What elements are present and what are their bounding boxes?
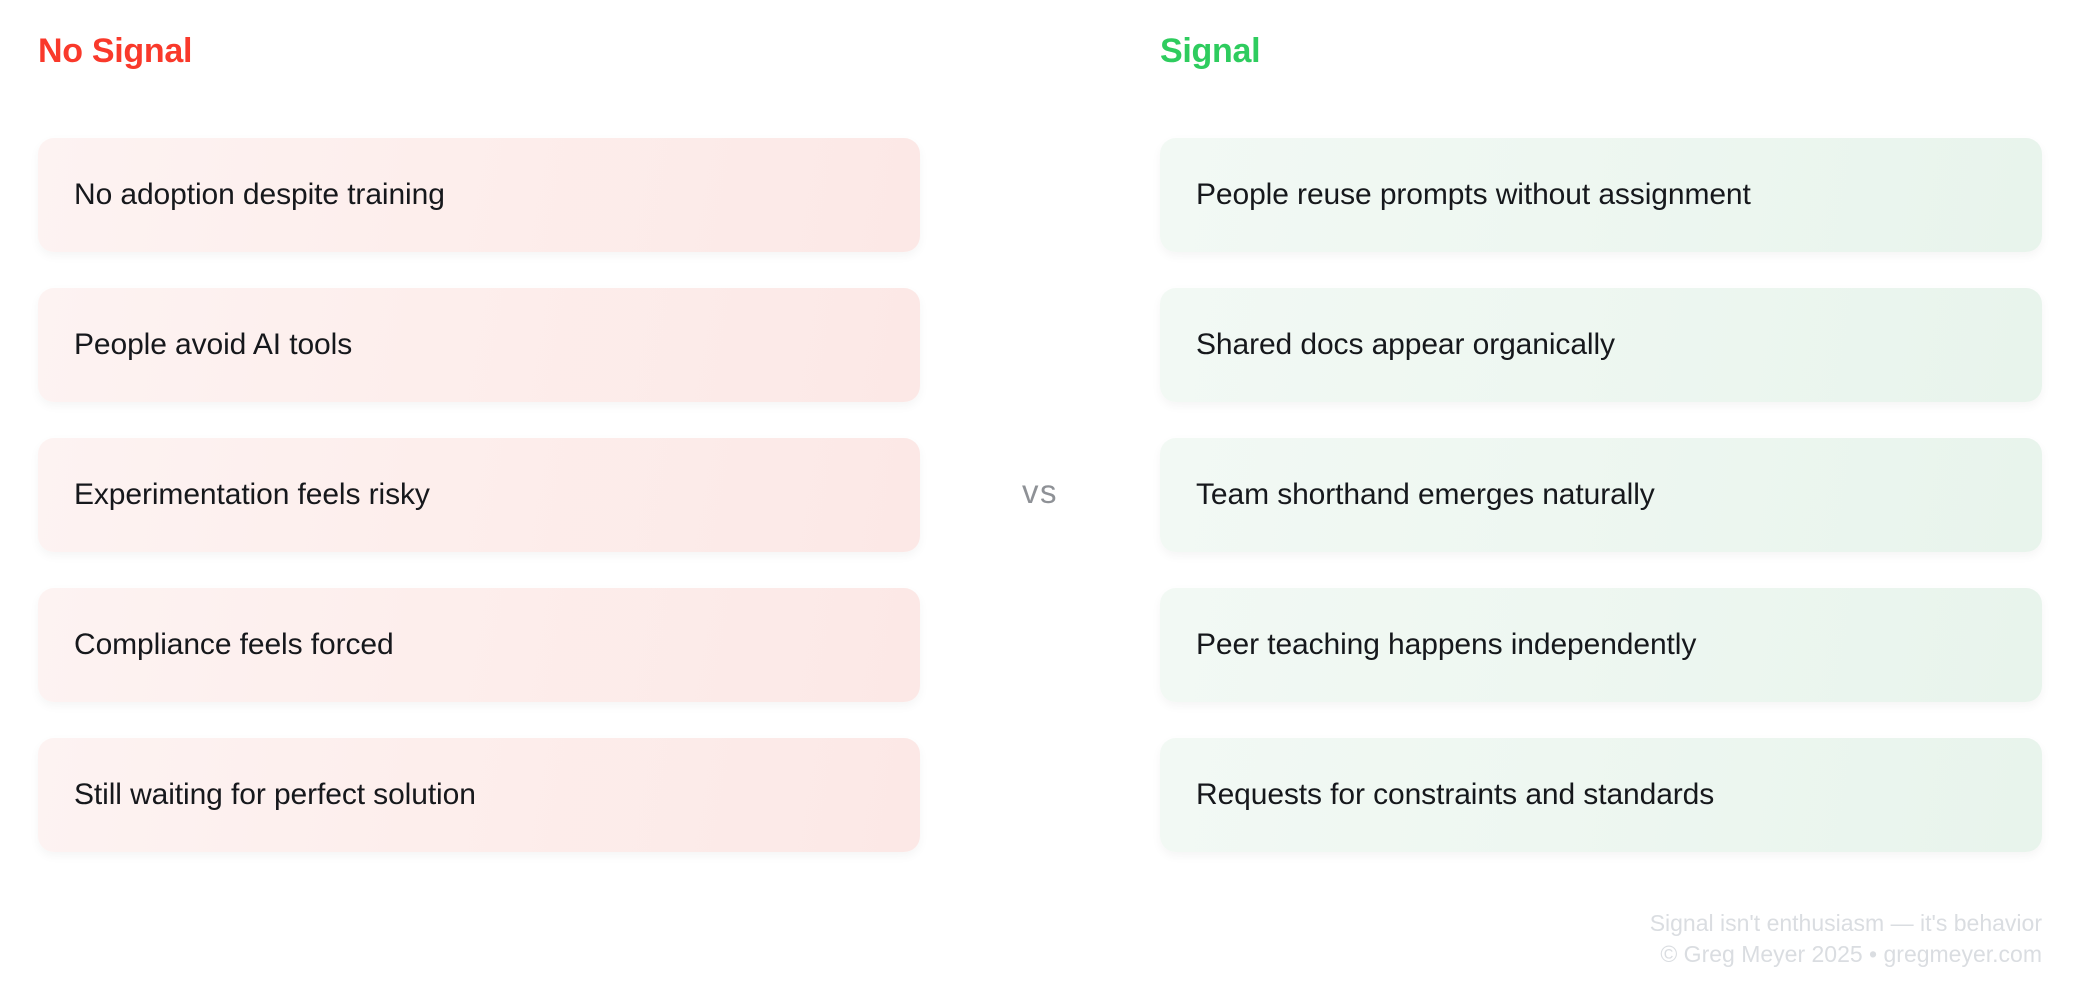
no-signal-card[interactable]: Compliance feels forced xyxy=(38,588,920,702)
signal-card-label: Requests for constraints and standards xyxy=(1196,778,1715,812)
no-signal-card-label: People avoid AI tools xyxy=(74,328,353,362)
footer: Signal isn't enthusiasm — it's behavior … xyxy=(1650,908,2042,971)
signal-card-list: People reuse prompts without assignment … xyxy=(1160,138,2042,852)
footer-tagline: Signal isn't enthusiasm — it's behavior xyxy=(1649,909,2042,936)
signal-card[interactable]: Peer teaching happens independently xyxy=(1160,588,2042,702)
signal-card[interactable]: Shared docs appear organically xyxy=(1160,288,2042,402)
no-signal-card-label: Still waiting for perfect solution xyxy=(74,778,476,812)
no-signal-card-label: No adoption despite training xyxy=(74,178,445,212)
signal-card-label: Shared docs appear organically xyxy=(1196,328,1615,362)
footer-credit: © Greg Meyer 2025 • gregmeyer.com xyxy=(1660,941,2042,968)
no-signal-card-label: Experimentation feels risky xyxy=(74,478,430,512)
signal-card-label: Team shorthand emerges naturally xyxy=(1196,478,1655,512)
no-signal-card-label: Compliance feels forced xyxy=(74,628,394,662)
no-signal-column-heading: No Signal xyxy=(38,32,193,70)
no-signal-card[interactable]: Experimentation feels risky xyxy=(38,438,920,552)
versus-divider: vs xyxy=(920,138,1160,846)
signal-column-heading: Signal xyxy=(1160,32,1261,70)
signal-card-label: People reuse prompts without assignment xyxy=(1196,178,1751,212)
no-signal-card[interactable]: Still waiting for perfect solution xyxy=(38,738,920,852)
signal-card[interactable]: People reuse prompts without assignment xyxy=(1160,138,2042,252)
versus-label: vs xyxy=(1022,473,1058,510)
signal-card[interactable]: Team shorthand emerges naturally xyxy=(1160,438,2042,552)
no-signal-card-list: No adoption despite training People avoi… xyxy=(38,138,920,852)
no-signal-card[interactable]: People avoid AI tools xyxy=(38,288,920,402)
no-signal-card[interactable]: No adoption despite training xyxy=(38,138,920,252)
signal-card-label: Peer teaching happens independently xyxy=(1196,628,1697,662)
signal-card[interactable]: Requests for constraints and standards xyxy=(1160,738,2042,852)
